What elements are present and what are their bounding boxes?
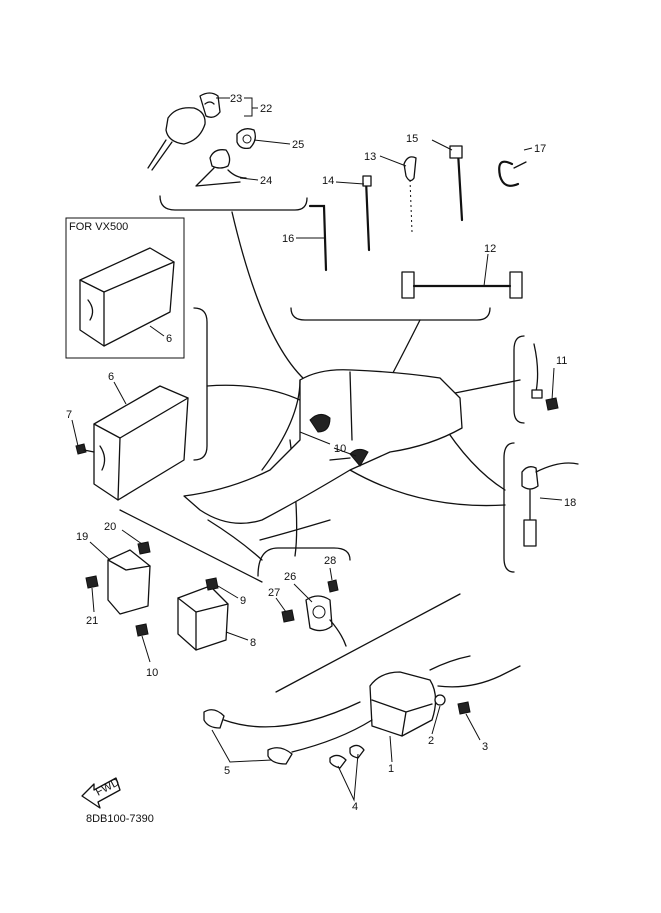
inset-box-vx500: FOR VX500 [65, 217, 185, 359]
callout-15: 14 [322, 175, 334, 187]
callout-13: 12 [484, 243, 496, 255]
callout-9: 9 [240, 595, 246, 607]
callout-25: 24 [260, 175, 272, 187]
callout-3: 3 [482, 741, 488, 753]
small-parts-13-18 [308, 145, 527, 299]
hull-outline [183, 369, 463, 541]
callout-24: 23 [230, 93, 242, 105]
inset-caption: FOR VX500 [69, 221, 128, 233]
fuel-sender [521, 462, 579, 547]
callout-12: 11 [556, 355, 567, 367]
group-brackets [119, 195, 525, 693]
spark-plug-leads [203, 701, 373, 769]
starter-relay [135, 577, 229, 651]
callout-7: 7 [66, 409, 72, 421]
ignition-switch-assy [147, 92, 256, 187]
callout-8: 8 [250, 637, 256, 649]
callout-11: 10 [334, 443, 346, 455]
callout-21: 20 [104, 521, 116, 533]
callout-16: 15 [406, 133, 418, 145]
callout-4: 4 [352, 801, 358, 813]
regulator-rectifier [85, 541, 151, 615]
ignition-coil [369, 655, 521, 737]
start-switch [281, 579, 347, 647]
drawing-code: 8DB100-7390 [86, 813, 154, 825]
callout-6: 6 [108, 371, 114, 383]
callout-17: 16 [282, 233, 294, 245]
callout-28: 27 [268, 587, 280, 599]
cdi-unit-main [75, 385, 189, 501]
callout-26: 25 [292, 139, 304, 151]
callout-20: 19 [76, 531, 88, 543]
callout-14: 13 [364, 151, 376, 163]
callout-23: 22 [260, 103, 272, 115]
leader-lines [206, 211, 521, 561]
callout-5: 5 [224, 765, 230, 777]
callout-29: 28 [324, 555, 336, 567]
callout-10: 10 [146, 667, 158, 679]
fwd-arrow: FWD [81, 776, 122, 809]
callout-6-inset: 6 [166, 333, 172, 345]
callout-22: 21 [86, 615, 98, 627]
callout-1: 1 [388, 763, 394, 775]
ground-lead [531, 343, 559, 411]
callout-19: 18 [564, 497, 576, 509]
callout-27: 26 [284, 571, 296, 583]
callout-labels: 23 22 25 24 15 13 17 14 16 12 6 6 7 10 1… [66, 93, 576, 813]
callout-18: 17 [534, 143, 546, 155]
callout-2: 2 [428, 735, 434, 747]
